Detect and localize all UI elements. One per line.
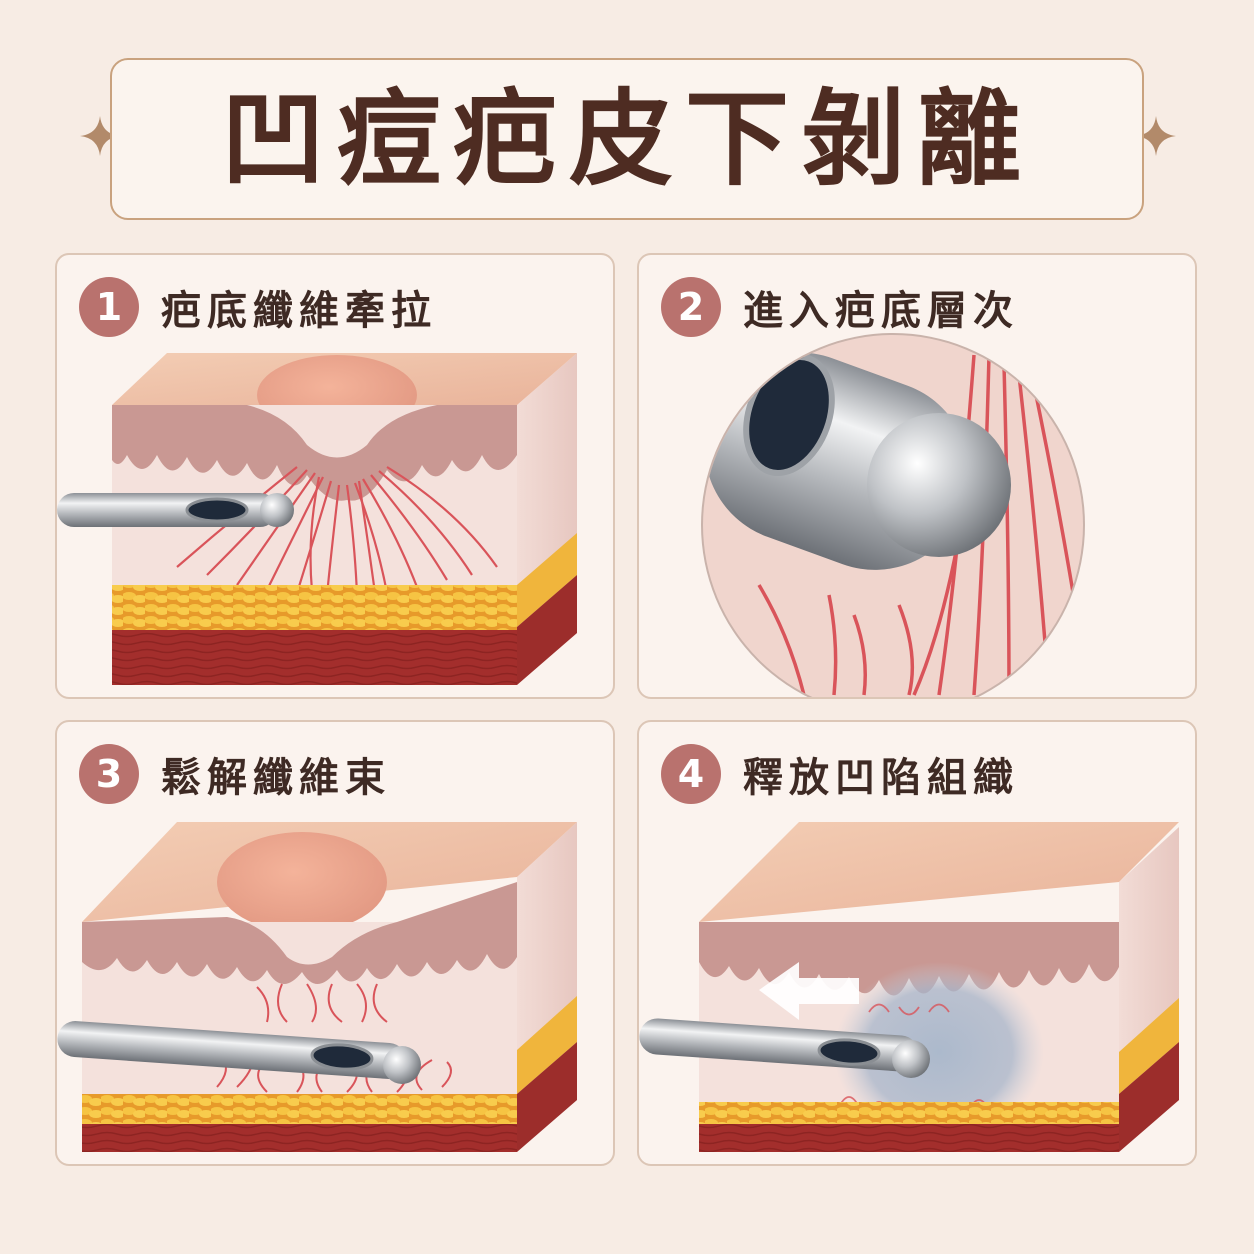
step-header: 1 疤底纖維牽拉 xyxy=(79,277,437,337)
illustration-enter-scar-base xyxy=(701,333,1085,697)
title-banner: 凹痘疤皮下剝離 xyxy=(110,58,1144,220)
step-label: 鬆解纖維束 xyxy=(161,755,391,801)
sparkle-icon xyxy=(1136,116,1176,156)
illustration-fiber-traction xyxy=(57,353,577,685)
step-header: 3 鬆解纖維束 xyxy=(79,744,391,804)
step-panel-2: 2 進入疤底層次 xyxy=(637,253,1197,699)
illustration-lift-depression xyxy=(639,822,1179,1152)
step-number-badge: 4 xyxy=(661,744,721,804)
illustration-release-fibers xyxy=(57,822,577,1152)
step-panel-4: 4 釋放凹陷組織 xyxy=(637,720,1197,1166)
step-label: 釋放凹陷組織 xyxy=(743,755,1019,801)
sparkle-icon xyxy=(80,116,120,156)
step-label: 疤底纖維牽拉 xyxy=(161,288,437,334)
cannula-icon xyxy=(639,1018,930,1078)
cannula-icon xyxy=(57,493,294,527)
cannula-icon xyxy=(57,1021,421,1084)
step-number-badge: 1 xyxy=(79,277,139,337)
step-label: 進入疤底層次 xyxy=(743,288,1019,334)
step-panel-3: 3 鬆解纖維束 xyxy=(55,720,615,1166)
step-number-badge: 2 xyxy=(661,277,721,337)
arrow-left-icon xyxy=(759,962,859,1020)
step-header: 4 釋放凹陷組織 xyxy=(661,744,1019,804)
page-title: 凹痘疤皮下剝離 xyxy=(220,78,1033,200)
step-number-badge: 3 xyxy=(79,744,139,804)
step-panel-1: 1 疤底纖維牽拉 xyxy=(55,253,615,699)
step-header: 2 進入疤底層次 xyxy=(661,277,1019,337)
cannula-icon xyxy=(704,352,1011,570)
